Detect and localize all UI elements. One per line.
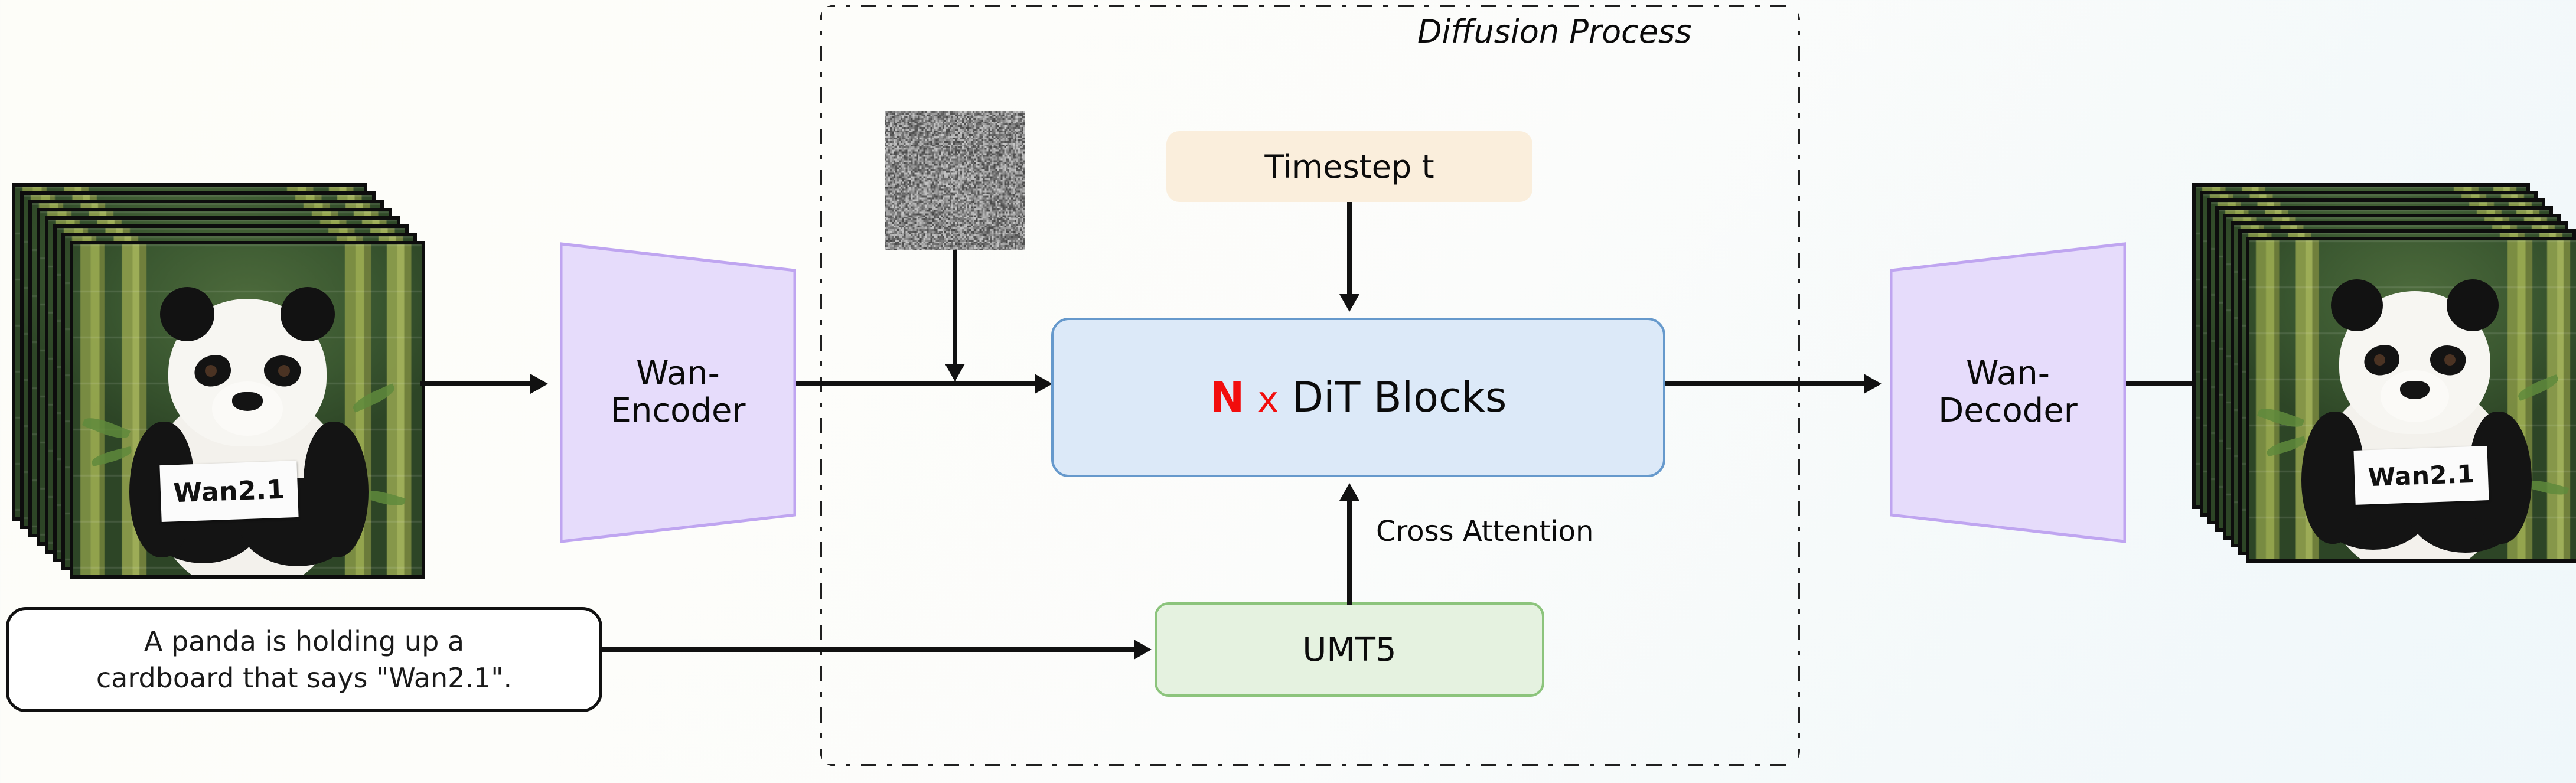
input-video-frames: Wan2.1 <box>12 183 425 579</box>
arrowhead-icon <box>1035 374 1052 394</box>
gaussian-noise-patch <box>885 111 1025 250</box>
wan-encoder-label: Wan- Encoder <box>610 354 746 430</box>
cardboard-sign: Wan2.1 <box>2353 446 2489 505</box>
arrowhead-icon <box>945 364 965 381</box>
arrow-umt5-to-dit <box>1347 501 1352 605</box>
arrow-decoder-to-frames <box>2126 381 2203 386</box>
dit-blocks-text: DiT Blocks <box>1292 373 1507 422</box>
arrow-encoder-to-dit <box>796 381 1039 386</box>
video-frame-front: Wan2.1 <box>70 241 425 579</box>
wan-decoder-outline <box>1890 242 2126 543</box>
arrow-noise-to-latent <box>953 250 957 366</box>
cardboard-sign-text: Wan2.1 <box>2367 459 2476 492</box>
dit-times-symbol: x <box>1257 379 1279 420</box>
wan-encoder-block[interactable]: Wan- Encoder <box>560 242 796 543</box>
wan-decoder-label: Wan- Decoder <box>1938 354 2078 430</box>
video-frame-front: Wan2.1 <box>2246 237 2576 563</box>
diffusion-process-label: Diffusion Process <box>1417 13 1692 50</box>
cardboard-sign-text: Wan2.1 <box>172 474 286 508</box>
cross-attention-label: Cross Attention <box>1376 515 1594 548</box>
timestep-block[interactable]: Timestep t <box>1166 131 1532 202</box>
arrowhead-icon <box>1339 294 1359 312</box>
arrowhead-icon <box>1864 374 1882 394</box>
output-video-frames: Wan2.1 <box>2192 183 2576 573</box>
text-prompt-box[interactable]: A panda is holding up a cardboard that s… <box>6 607 602 712</box>
dit-blocks-label: N x DiT Blocks <box>1210 373 1507 422</box>
arrowhead-icon <box>1339 483 1359 501</box>
umt5-label: UMT5 <box>1302 630 1397 669</box>
arrow-timestep-to-dit <box>1347 202 1352 296</box>
arrowhead-icon <box>1134 640 1152 660</box>
arrow-prompt-to-umt5 <box>602 647 1134 652</box>
arrowhead-icon <box>530 374 548 394</box>
wan-decoder-block[interactable]: Wan- Decoder <box>1890 242 2126 543</box>
wan-encoder-outline <box>560 242 796 543</box>
arrow-frames-to-encoder <box>420 381 533 386</box>
umt5-block[interactable]: UMT5 <box>1155 602 1544 697</box>
dit-blocks-block[interactable]: N x DiT Blocks <box>1051 318 1665 477</box>
dit-repeat-count: N <box>1209 373 1245 422</box>
timestep-label: Timestep t <box>1264 148 1434 185</box>
arrow-dit-to-decoder <box>1665 381 1866 386</box>
text-prompt-value: A panda is holding up a cardboard that s… <box>96 625 513 694</box>
cardboard-sign: Wan2.1 <box>159 460 299 523</box>
